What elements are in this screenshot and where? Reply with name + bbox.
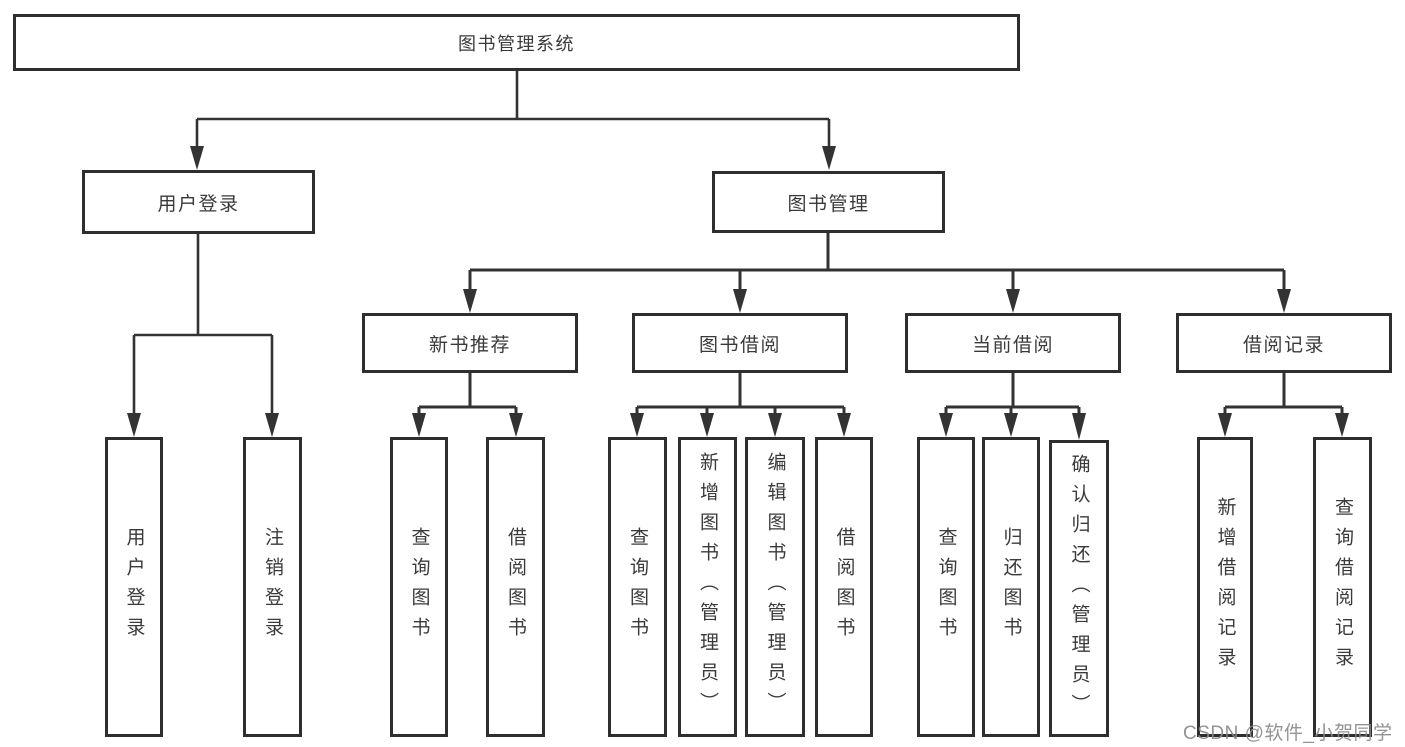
node-label: 借阅记录 xyxy=(1242,334,1325,356)
connector-new-book-recommend-group xyxy=(417,373,518,418)
node-current-borrow: 当前借阅 xyxy=(905,313,1121,373)
connector-root-to-level1 xyxy=(195,70,831,150)
csdn-watermark: CSDN @软件_小贺同学 xyxy=(1183,723,1393,744)
node-root-system: 图书管理系统 xyxy=(13,14,1020,71)
arrow-down-icon xyxy=(190,146,204,170)
arrow-down-icon xyxy=(1335,413,1349,437)
node-user-login: 用户登录 xyxy=(82,170,315,234)
arrow-down-icon xyxy=(1277,289,1291,313)
arrow-down-icon xyxy=(1218,413,1232,437)
arrow-down-icon xyxy=(127,413,141,437)
leaf-user-login: 用户登录 xyxy=(105,437,163,737)
node-label: 借阅图书 xyxy=(505,527,526,647)
node-label: 借阅图书 xyxy=(833,527,855,647)
leaf-confirm-return-admin: 确认归还（管理员） xyxy=(1049,440,1109,737)
node-label: 查询借阅记录 xyxy=(1332,497,1353,677)
node-label: 查询图书 xyxy=(627,527,648,647)
node-label: 查询图书 xyxy=(935,527,957,647)
connector-book-management-to-level2 xyxy=(468,233,1286,294)
node-label: 查询图书 xyxy=(408,527,430,647)
connector-book-borrow-group xyxy=(635,373,846,418)
arrow-down-icon xyxy=(700,413,714,437)
node-label: 用户登录 xyxy=(157,193,240,215)
leaf-borrow-query-books: 查询图书 xyxy=(608,437,667,737)
arrow-down-icon xyxy=(1004,413,1018,437)
leaf-borrow-books: 借阅图书 xyxy=(815,437,873,737)
arrow-down-icon xyxy=(733,289,747,313)
node-label: 新书推荐 xyxy=(428,334,511,356)
node-label: 新增借阅记录 xyxy=(1214,497,1236,677)
leaf-current-query-books: 查询图书 xyxy=(917,437,975,737)
node-label: 注销登录 xyxy=(262,527,283,647)
arrow-down-icon xyxy=(1072,413,1086,440)
node-borrow-records: 借阅记录 xyxy=(1176,313,1392,373)
arrow-down-icon xyxy=(509,413,523,437)
arrow-down-icon xyxy=(463,289,477,313)
connector-borrow-records-group xyxy=(1223,373,1344,418)
node-label: 图书管理系统 xyxy=(458,33,575,54)
leaf-add-books-admin: 新增图书（管理员） xyxy=(678,437,737,737)
connector-current-borrow-group xyxy=(944,373,1081,418)
leaf-recommend-query-books: 查询图书 xyxy=(390,437,448,737)
node-new-book-recommend: 新书推荐 xyxy=(362,313,578,373)
arrow-down-icon xyxy=(1006,289,1020,313)
node-label: 新增图书（管理员） xyxy=(697,452,718,722)
node-label: 图书借阅 xyxy=(698,334,781,356)
leaf-add-borrow-record: 新增借阅记录 xyxy=(1197,437,1253,737)
node-book-borrow: 图书借阅 xyxy=(632,313,848,373)
node-label: 编辑图书（管理员） xyxy=(764,452,786,722)
arrowheads xyxy=(127,146,1349,440)
node-label: 归还图书 xyxy=(1000,527,1022,647)
arrow-down-icon xyxy=(265,413,279,437)
connector-user-login-group xyxy=(132,234,274,417)
arrow-down-icon xyxy=(837,413,851,437)
arrow-down-icon xyxy=(939,413,953,437)
node-label: 图书管理 xyxy=(787,193,870,215)
node-label: 当前借阅 xyxy=(971,334,1054,356)
node-book-management: 图书管理 xyxy=(712,171,945,233)
leaf-return-books: 归还图书 xyxy=(982,437,1040,737)
leaf-query-borrow-record: 查询借阅记录 xyxy=(1313,437,1372,737)
node-label: 确认归还（管理员） xyxy=(1068,453,1090,724)
leaf-recommend-borrow-books: 借阅图书 xyxy=(486,437,545,737)
arrow-down-icon xyxy=(412,413,426,437)
arrow-down-icon xyxy=(822,146,836,170)
arrow-down-icon xyxy=(768,413,782,437)
leaf-edit-books-admin: 编辑图书（管理员） xyxy=(745,437,805,737)
node-label: 用户登录 xyxy=(123,527,145,647)
arrow-down-icon xyxy=(630,413,644,437)
leaf-logout: 注销登录 xyxy=(243,437,302,737)
